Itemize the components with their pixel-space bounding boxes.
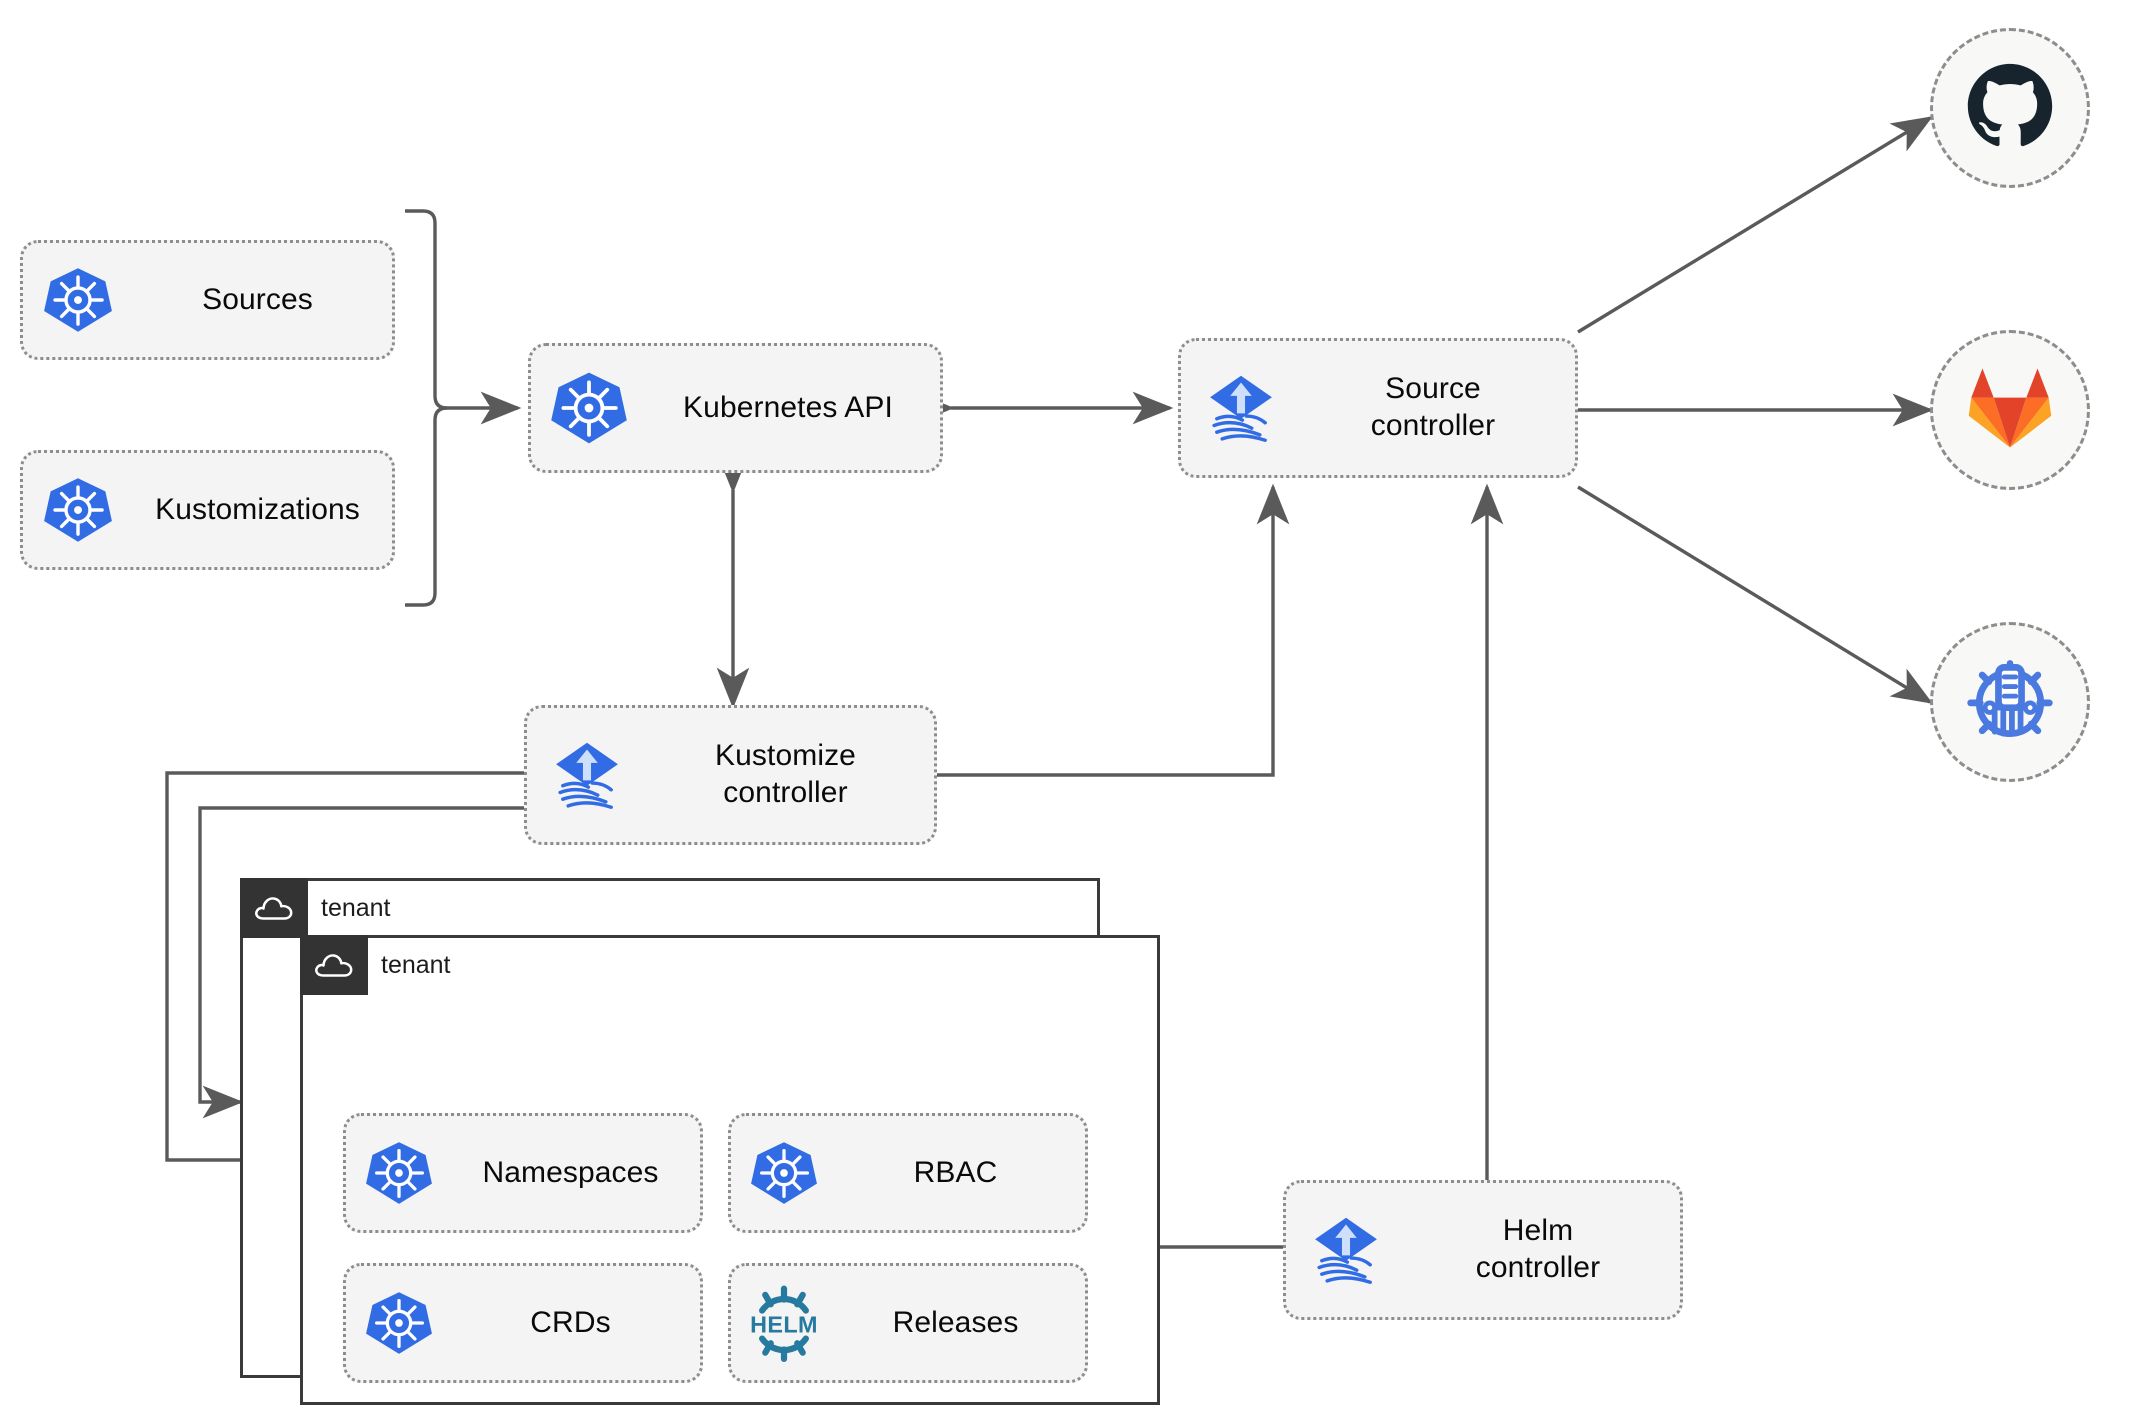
- edge-kustomize-controller-tenant-front: [198, 806, 524, 1119]
- tenant-front-label: tenant: [381, 950, 451, 979]
- node-releases-label: Releases: [892, 1305, 1019, 1339]
- kubernetes-icon: [346, 1139, 451, 1207]
- node-kustomizations-label: Kustomizations: [155, 492, 360, 526]
- edge-custom-resources-bracket: [405, 209, 448, 607]
- node-namespaces-label: Namespaces: [482, 1155, 659, 1189]
- kubernetes-icon: [23, 475, 133, 545]
- harbor-icon: [1962, 652, 2058, 753]
- node-kustomizations[interactable]: Kustomizations: [20, 450, 395, 570]
- node-helm-controller[interactable]: Helm controller: [1283, 1180, 1683, 1320]
- kubernetes-icon: [23, 265, 133, 335]
- node-helm-controller-label: Helm controller: [1475, 1214, 1601, 1284]
- node-sources-label: Sources: [202, 282, 313, 316]
- tenant-container-front[interactable]: tenant Namespaces: [300, 935, 1160, 1405]
- cloud-icon: [300, 935, 368, 995]
- provider-github[interactable]: [1930, 28, 2090, 188]
- kubernetes-icon: [531, 369, 646, 447]
- gitlab-icon: [1967, 366, 2053, 455]
- edge-source-controller-harbor: [1577, 485, 1933, 704]
- node-kubernetes-api[interactable]: Kubernetes API: [528, 343, 943, 473]
- provider-harbor[interactable]: [1930, 622, 2090, 782]
- node-crds[interactable]: CRDs: [343, 1263, 703, 1383]
- node-kubernetes-api-label: Kubernetes API: [683, 390, 893, 424]
- node-rbac[interactable]: RBAC: [728, 1113, 1088, 1233]
- node-kustomize-controller-label: Kustomize controller: [715, 739, 856, 809]
- provider-gitlab[interactable]: [1930, 330, 2090, 490]
- github-icon: [1966, 62, 2054, 155]
- node-source-controller-label: Source controller: [1370, 372, 1496, 442]
- node-sources[interactable]: Sources: [20, 240, 395, 360]
- node-namespaces[interactable]: Namespaces: [343, 1113, 703, 1233]
- edge-kustomize-controller-source-controller: [937, 483, 1290, 777]
- cloud-icon: [240, 878, 308, 938]
- svg-text:HELM: HELM: [750, 1311, 818, 1337]
- flux-icon: [527, 732, 647, 818]
- flux-icon: [1181, 365, 1301, 451]
- node-crds-label: CRDs: [530, 1305, 611, 1339]
- edge-source-controller-github: [1577, 116, 1933, 334]
- node-rbac-label: RBAC: [913, 1155, 998, 1189]
- helm-icon: HELM: [731, 1284, 836, 1362]
- tenant-back-label: tenant: [321, 893, 391, 922]
- node-source-controller[interactable]: Source controller: [1178, 338, 1578, 478]
- edge-kustomize-controller-tenant-back: [165, 771, 524, 1177]
- flux-icon: [1286, 1207, 1406, 1293]
- node-kustomize-controller[interactable]: Kustomize controller: [524, 705, 937, 845]
- node-releases[interactable]: HELM Releases: [728, 1263, 1088, 1383]
- kubernetes-icon: [346, 1289, 451, 1357]
- kubernetes-icon: [731, 1139, 836, 1207]
